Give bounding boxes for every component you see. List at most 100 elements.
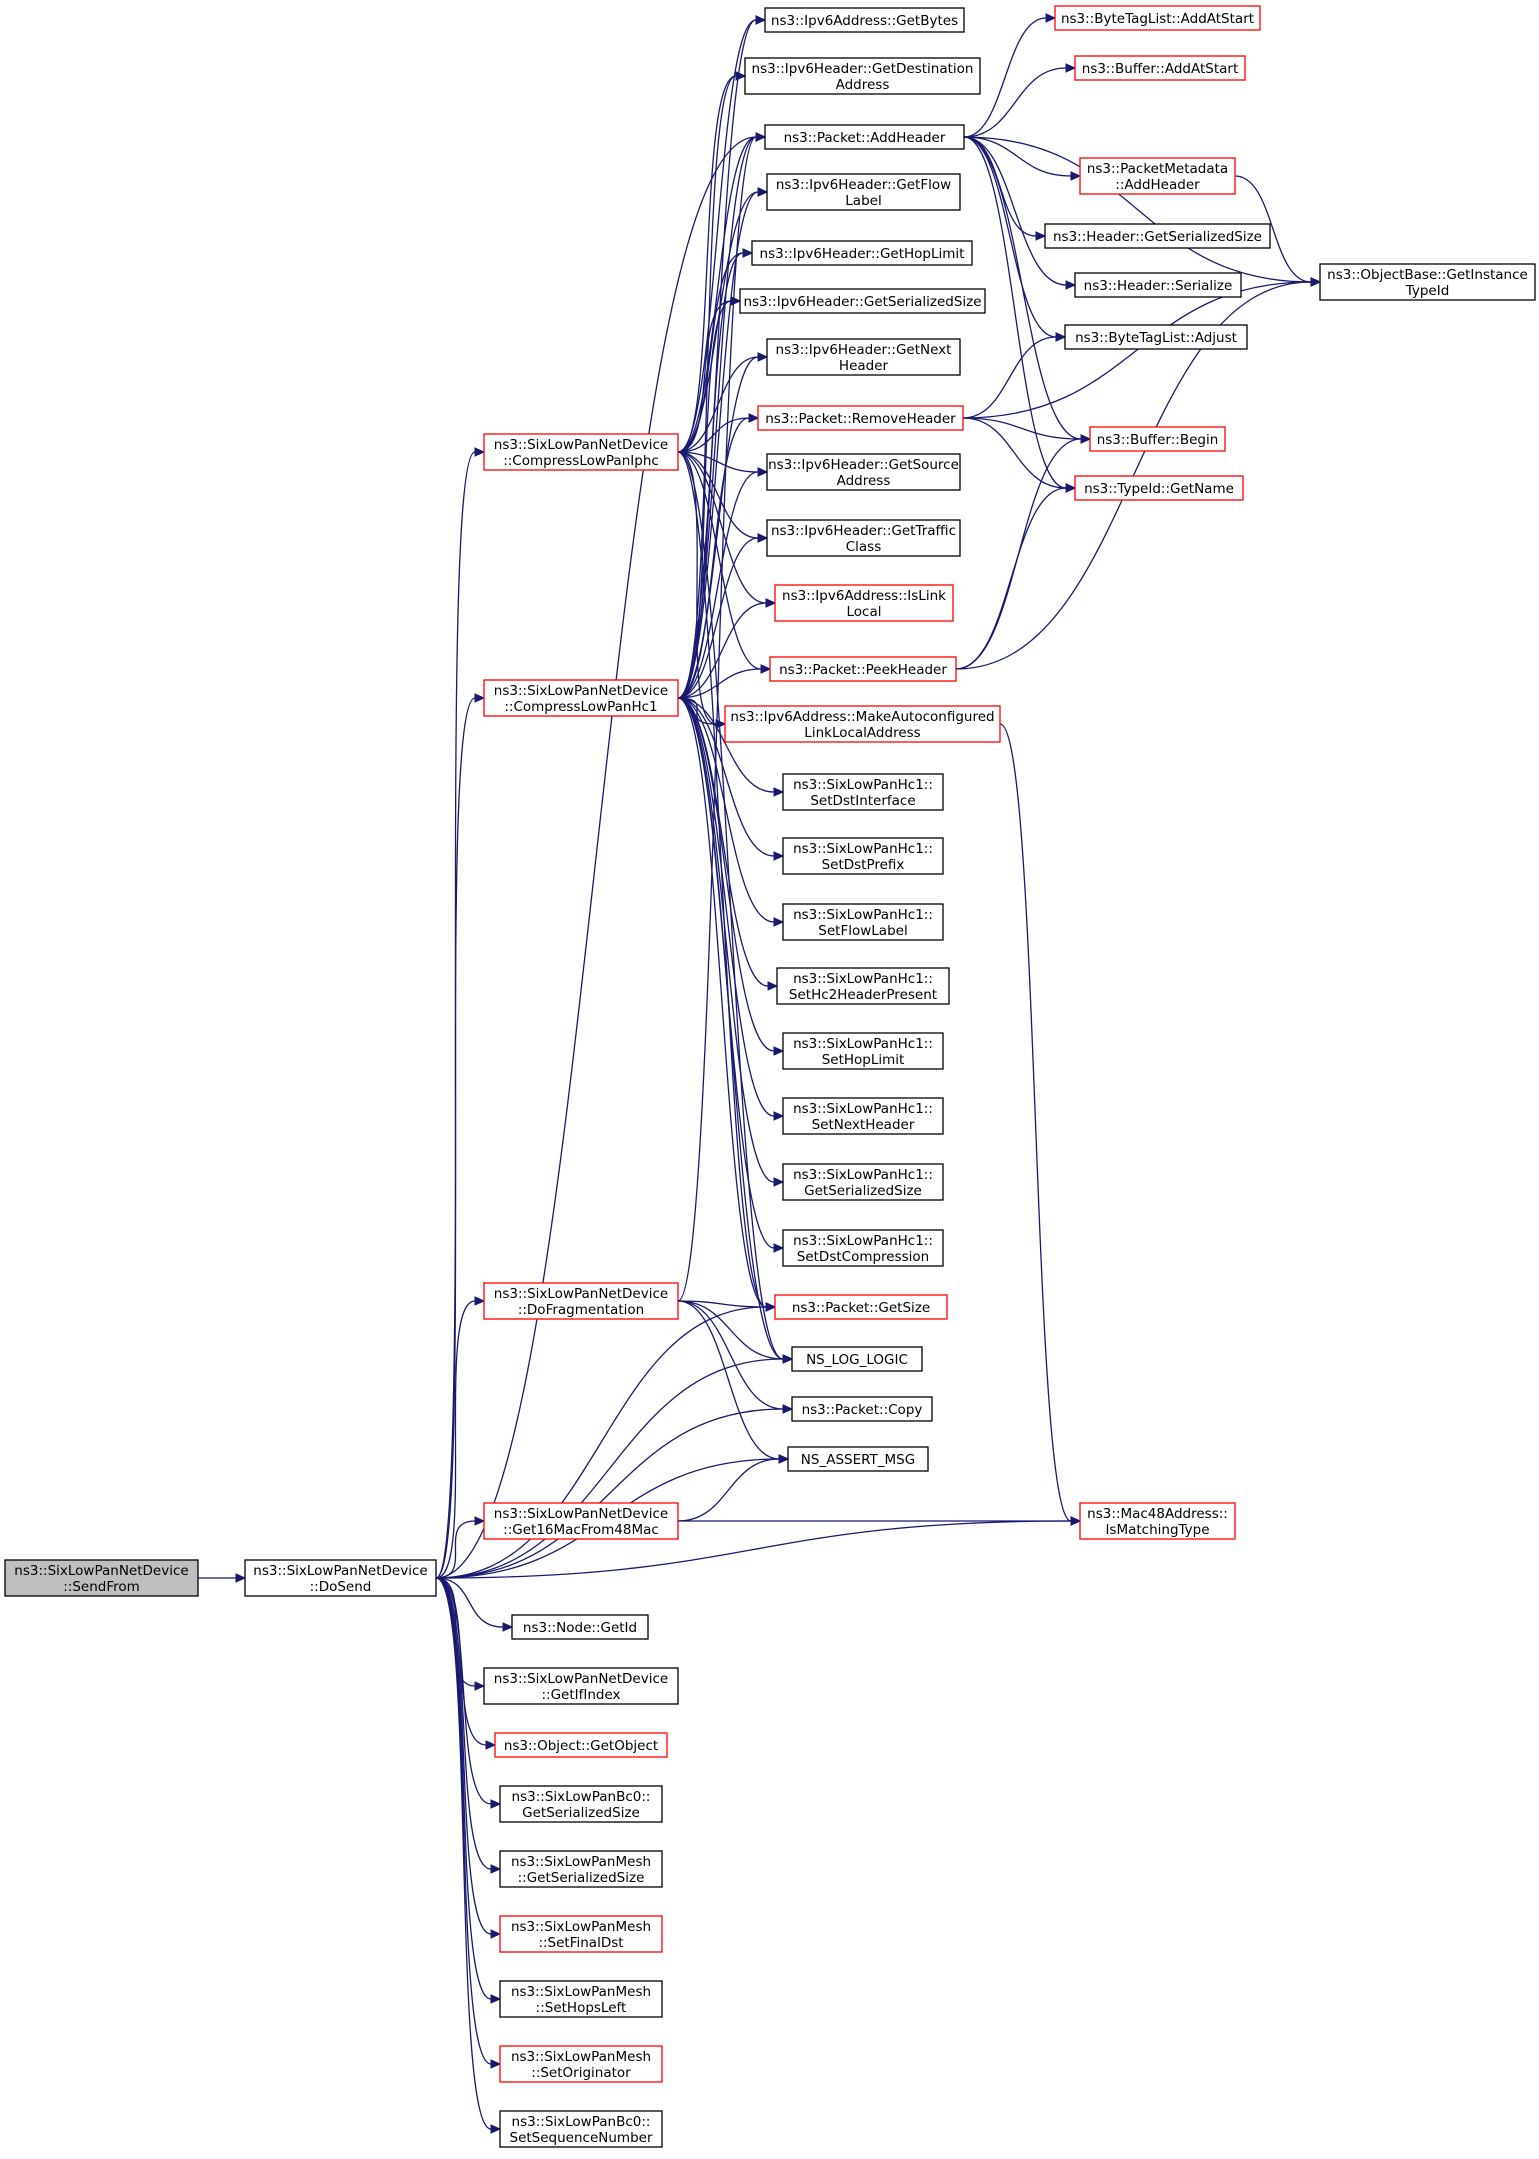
node-box <box>782 1097 944 1135</box>
node-meshhops[interactable]: ns3::SixLowPanMesh::SetHopsLeft <box>499 1980 663 2018</box>
node-box <box>751 240 973 266</box>
node-label: ns3::SixLowPanHc1:: <box>793 841 933 857</box>
node-label: ns3::Packet::GetSize <box>792 1300 930 1316</box>
node-hdrserialize[interactable]: ns3::Header::Serialize <box>1074 272 1242 298</box>
node-dofrag[interactable]: ns3::SixLowPanNetDevice::DoFragmentation <box>483 1282 679 1320</box>
node-box <box>744 57 981 95</box>
node-label: ns3::SixLowPanNetDevice <box>253 1563 427 1579</box>
node-label: ::DoSend <box>310 1579 372 1595</box>
node-bufbegin[interactable]: ns3::Buffer::Begin <box>1089 426 1226 452</box>
edge-dofrag-to-nslog <box>677 1300 794 1364</box>
node-hc1hop[interactable]: ns3::SixLowPanHc1::SetHopLimit <box>782 1032 944 1070</box>
node-pmaddheader[interactable]: ns3::PacketMetadata::AddHeader <box>1079 157 1236 195</box>
node-meshfinal[interactable]: ns3::SixLowPanMesh::SetFinalDst <box>499 1915 663 1953</box>
node-compressiphc[interactable]: ns3::SixLowPanNetDevice::CompressLowPanI… <box>483 433 679 471</box>
node-box <box>782 773 944 811</box>
edge-dofrag-to-addheader <box>677 132 767 1302</box>
node-getbytes[interactable]: ns3::Ipv6Address::GetBytes <box>764 7 965 33</box>
node-mac48[interactable]: ns3::Mac48Address::IsMatchingType <box>1079 1502 1236 1540</box>
node-label: SetNextHeader <box>812 1117 915 1133</box>
node-box <box>511 1614 649 1640</box>
node-typeidname[interactable]: ns3::TypeId::GetName <box>1074 475 1244 501</box>
node-box <box>494 1732 668 1758</box>
node-peekheader[interactable]: ns3::Packet::PeekHeader <box>769 656 957 682</box>
node-box <box>739 288 986 314</box>
node-label: NS_LOG_LOGIC <box>806 1352 908 1368</box>
node-hc1dstpre[interactable]: ns3::SixLowPanHc1::SetDstPrefix <box>782 837 944 875</box>
node-box <box>774 584 954 622</box>
node-sendfrom[interactable]: ns3::SixLowPanNetDevice::SendFrom <box>4 1559 199 1597</box>
node-compresshc1[interactable]: ns3::SixLowPanNetDevice::CompressLowPanH… <box>483 679 679 717</box>
edge-dosend-to-bc0size <box>435 1577 502 1809</box>
node-bytetagaddstart[interactable]: ns3::ByteTagList::AddAtStart <box>1054 5 1261 31</box>
node-hc1next[interactable]: ns3::SixLowPanHc1::SetNextHeader <box>782 1097 944 1135</box>
node-label: ::Get16MacFrom48Mac <box>503 1522 659 1538</box>
node-bc0seq[interactable]: ns3::SixLowPanBc0::SetSequenceNumber <box>499 2110 663 2148</box>
node-box <box>1074 55 1246 81</box>
node-getid[interactable]: ns3::Node::GetId <box>511 1614 649 1640</box>
node-label: ns3::SixLowPanNetDevice <box>494 1671 668 1687</box>
edge-sendfrom-to-dosend <box>197 1573 247 1583</box>
node-pcopy[interactable]: ns3::Packet::Copy <box>791 1396 933 1422</box>
node-label: ns3::SixLowPanHc1:: <box>793 1167 933 1183</box>
node-box <box>1089 426 1226 452</box>
node-bufaddstart[interactable]: ns3::Buffer::AddAtStart <box>1074 55 1246 81</box>
node-label: ns3::Packet::RemoveHeader <box>765 411 956 427</box>
node-getobject[interactable]: ns3::Object::GetObject <box>494 1732 668 1758</box>
node-gethop[interactable]: ns3::Ipv6Header::GetHopLimit <box>751 240 973 266</box>
edge-makeauto-to-mac48 <box>999 723 1082 1526</box>
node-hc1hc2[interactable]: ns3::SixLowPanHc1::SetHc2HeaderPresent <box>776 967 950 1005</box>
node-box <box>4 1559 199 1597</box>
node-hc1flow[interactable]: ns3::SixLowPanHc1::SetFlowLabel <box>782 903 944 941</box>
node-label: ns3::Mac48Address:: <box>1087 1506 1228 1522</box>
node-bytetagadjust[interactable]: ns3::ByteTagList::Adjust <box>1064 324 1248 350</box>
edge-dosend-to-getid <box>435 1577 514 1632</box>
node-box <box>1319 263 1536 301</box>
node-box <box>757 405 964 431</box>
node-getifindex[interactable]: ns3::SixLowPanNetDevice::GetIfIndex <box>483 1667 679 1705</box>
node-hc1dstif[interactable]: ns3::SixLowPanHc1::SetDstInterface <box>782 773 944 811</box>
node-label: ns3::SixLowPanHc1:: <box>793 907 933 923</box>
node-hdrsersize[interactable]: ns3::Header::GetSerializedSize <box>1044 223 1271 249</box>
node-getsersize[interactable]: ns3::Ipv6Header::GetSerializedSize <box>739 288 986 314</box>
node-box <box>499 1915 663 1953</box>
node-label: ns3::SixLowPanMesh <box>511 1984 651 2000</box>
node-box <box>499 1850 663 1888</box>
node-getsize[interactable]: ns3::Packet::GetSize <box>774 1294 948 1320</box>
node-dosend[interactable]: ns3::SixLowPanNetDevice::DoSend <box>244 1559 437 1597</box>
node-label: LinkLocalAddress <box>804 725 920 741</box>
edge-compresshc1-to-getnext <box>677 352 769 699</box>
node-box <box>1074 272 1242 298</box>
node-nslog[interactable]: NS_LOG_LOGIC <box>791 1346 923 1372</box>
node-label: ns3::SixLowPanHc1:: <box>793 1101 933 1117</box>
edge-dosend-to-meshsize <box>435 1577 502 1874</box>
node-addheader[interactable]: ns3::Packet::AddHeader <box>764 124 965 150</box>
node-label: ns3::SixLowPanBc0:: <box>512 1789 651 1805</box>
node-label: SetSequenceNumber <box>510 2130 653 2146</box>
node-meshsize[interactable]: ns3::SixLowPanMesh::GetSerializedSize <box>499 1850 663 1888</box>
node-label: ns3::Ipv6Header::GetSerializedSize <box>743 294 981 310</box>
edge-dofrag-to-getsize <box>677 1300 777 1312</box>
node-box <box>1079 1502 1236 1540</box>
node-hc1size[interactable]: ns3::SixLowPanHc1::GetSerializedSize <box>782 1163 944 1201</box>
node-meshorig[interactable]: ns3::SixLowPanMesh::SetOriginator <box>499 2045 663 2083</box>
node-removeheader[interactable]: ns3::Packet::RemoveHeader <box>757 405 964 431</box>
node-nsassert[interactable]: NS_ASSERT_MSG <box>787 1446 929 1472</box>
edge-dosend-to-meshorig <box>435 1577 502 2069</box>
node-makeauto[interactable]: ns3::Ipv6Address::MakeAutoconfiguredLink… <box>724 705 1001 743</box>
node-get16mac[interactable]: ns3::SixLowPanNetDevice::Get16MacFrom48M… <box>483 1502 679 1540</box>
node-box <box>764 124 965 150</box>
node-box <box>774 1294 948 1320</box>
node-box <box>766 173 961 211</box>
node-bc0size[interactable]: ns3::SixLowPanBc0::GetSerializedSize <box>499 1785 663 1823</box>
edge-compresshc1-to-hc1hop <box>677 697 785 1056</box>
node-hc1dstcomp[interactable]: ns3::SixLowPanHc1::SetDstCompression <box>782 1229 944 1267</box>
node-box <box>499 1785 663 1823</box>
